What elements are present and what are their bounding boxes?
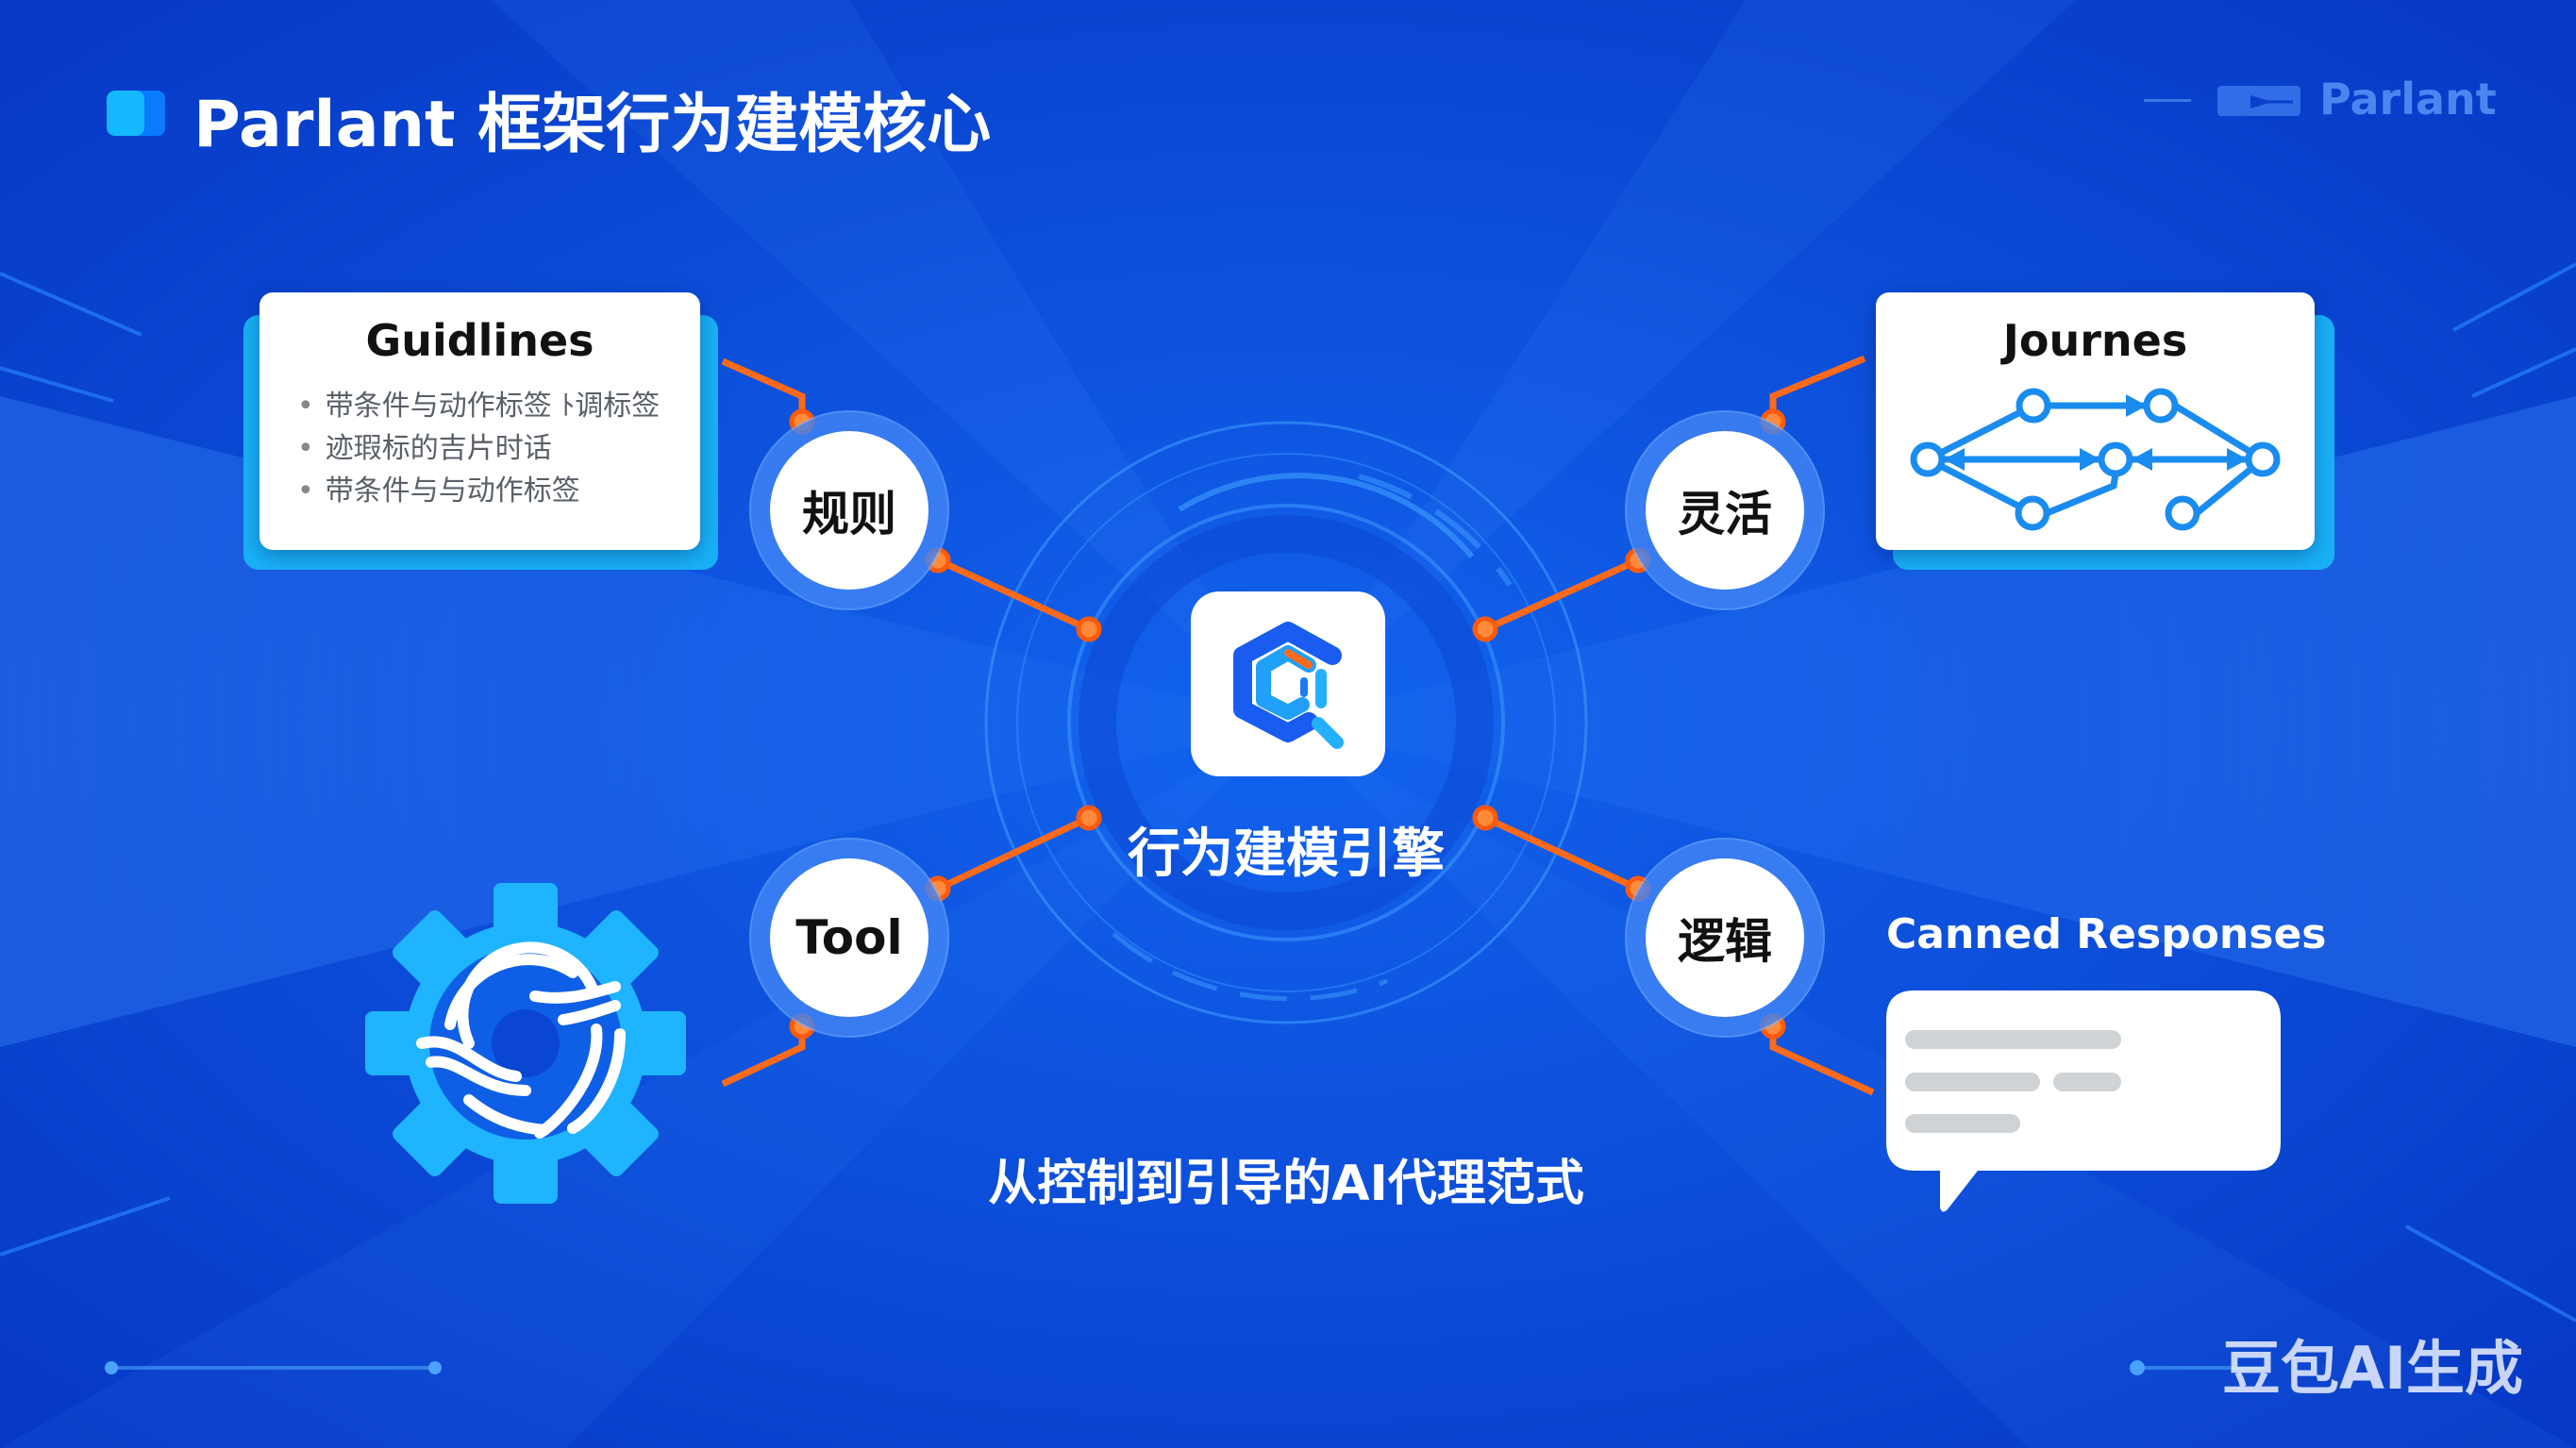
decor-lines <box>0 262 2576 1370</box>
chat-bubble-icon <box>1886 990 2281 1212</box>
guideline-item: 带条件与与动作标签 <box>297 470 660 512</box>
node-tool: Tool <box>770 858 928 1017</box>
center-rings <box>984 421 1588 1024</box>
guideline-item: 带条件与动作标签 ﾄ调标签 <box>297 385 661 427</box>
page-title: Parlant 框架行为建模核心 <box>193 88 992 162</box>
node-logic: 逻辑 <box>1646 858 1804 1017</box>
logo-dash <box>2144 99 2191 102</box>
guideline-item: 迹瑕标的吉片时话 <box>297 427 660 470</box>
engine-label: 行为建模引擎 <box>1128 824 1445 885</box>
guidelines-list: 带条件与动作标签 ﾄ调标签 迹瑕标的吉片时话 带条件与与动作标签 <box>297 385 661 512</box>
logo-text: Parlant <box>2319 74 2497 125</box>
guidelines-title: Guidlines <box>365 315 594 366</box>
journeys-card: Journes <box>1876 292 2315 550</box>
connector-dots <box>789 408 1786 1040</box>
journeys-title: Journes <box>2002 315 2188 366</box>
engine-icon-box <box>1191 591 1385 776</box>
guidelines-card: Guidlines 带条件与动作标签 ﾄ调标签 迹瑕标的吉片时话 带条件与与动作… <box>259 292 700 550</box>
hexagon-search-icon <box>1233 622 1344 749</box>
subtitle: 从控制到引导的AI代理范式 <box>988 1156 1584 1212</box>
node-rules: 规则 <box>770 431 928 590</box>
watermark: 豆包AI生成 <box>2222 1334 2524 1403</box>
canned-responses-title: Canned Responses <box>1886 910 2327 958</box>
flow-graph-icon <box>1910 388 2281 531</box>
title-mark-icon <box>107 91 165 136</box>
gear-icon <box>298 816 753 1271</box>
parlant-logo-icon <box>2217 86 2300 116</box>
node-flexible: 灵活 <box>1646 431 1804 590</box>
